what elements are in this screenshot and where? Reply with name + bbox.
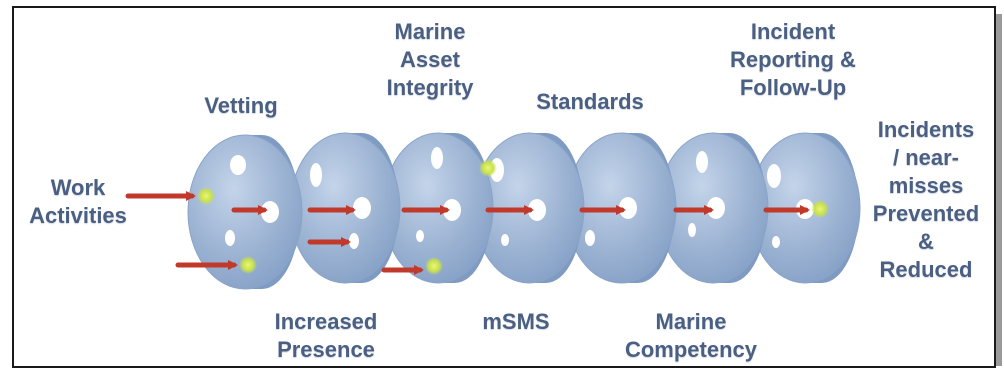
label-incidents-prevented: Incidents / near- misses Prevented & Red… xyxy=(872,117,980,282)
glow-spot xyxy=(811,200,829,218)
disc-hole xyxy=(230,155,246,175)
hazard-arrows xyxy=(125,191,810,275)
glow-spot xyxy=(239,256,257,274)
disc-hole xyxy=(349,233,359,249)
disc-hole xyxy=(696,151,708,173)
label-standards: Standards xyxy=(536,89,644,114)
glow-spot xyxy=(425,257,443,275)
disc-hole xyxy=(353,197,371,219)
disc-hole xyxy=(585,230,595,246)
disc-hole xyxy=(767,164,781,188)
disc-hole xyxy=(431,147,443,169)
label-work-activities: Work Activities xyxy=(29,175,127,228)
disc-hole xyxy=(501,234,509,246)
disc-hole xyxy=(310,163,322,187)
label-vetting: Vetting xyxy=(204,93,278,118)
disc-hole xyxy=(688,223,696,237)
disc-hole xyxy=(528,199,546,221)
label-increased-presence: Increased Presence xyxy=(274,309,378,362)
label-marine-asset-integrity: Marine Asset Integrity xyxy=(386,19,474,100)
disc-hole xyxy=(416,230,424,242)
label-msms: mSMS xyxy=(482,309,550,334)
label-marine-competency: Marine Competency xyxy=(624,309,758,362)
disc-hole xyxy=(443,199,461,221)
disc-hole xyxy=(772,236,780,248)
disc-4 xyxy=(473,132,585,284)
disc-hole xyxy=(225,230,235,246)
glow-spots xyxy=(197,159,829,275)
label-incident-reporting: Incident Reporting & Follow-Up xyxy=(730,19,856,100)
glow-spot xyxy=(479,159,497,177)
glow-spot xyxy=(197,187,215,205)
